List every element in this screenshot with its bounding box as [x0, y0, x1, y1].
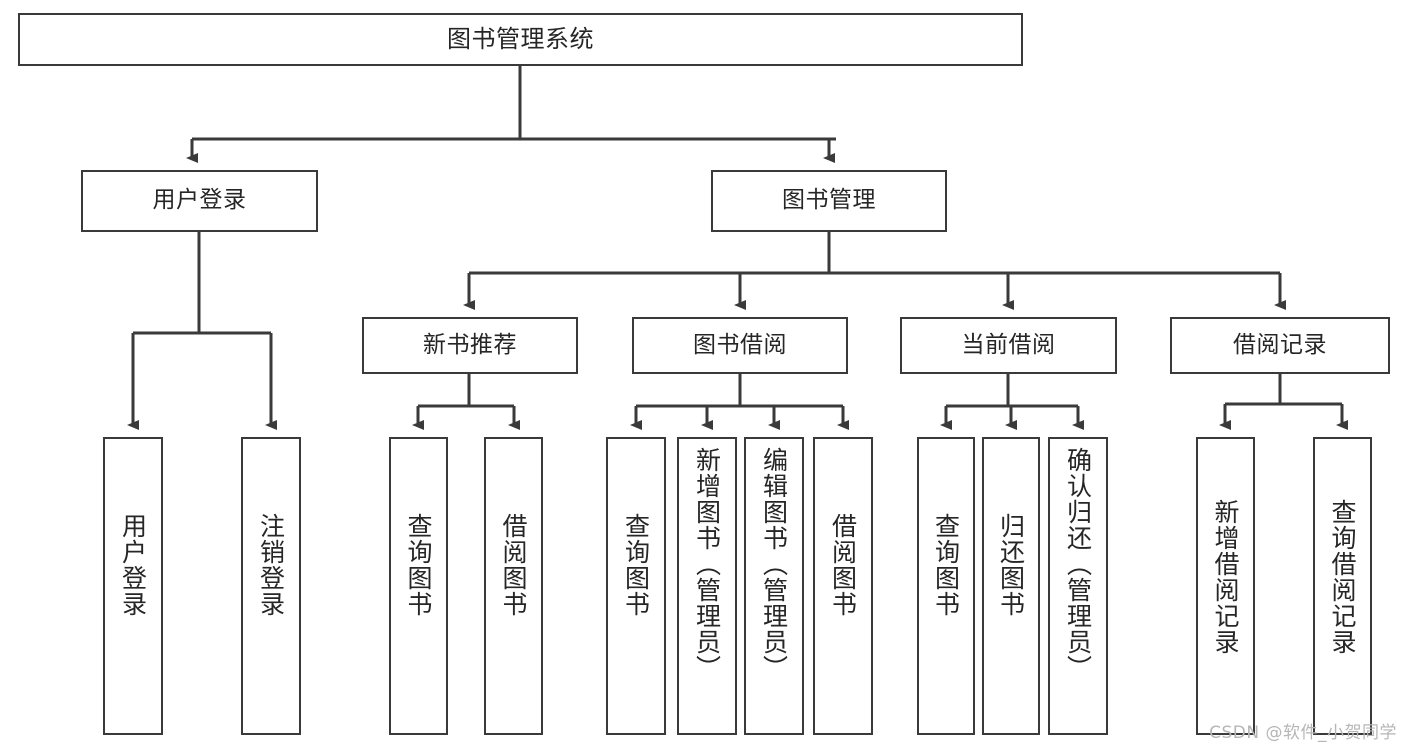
node-label: 归还图书: [996, 513, 1026, 617]
node-label: 新增图书（管理员）: [692, 447, 722, 681]
node-label: 查询借阅记录: [1328, 499, 1357, 655]
leaf-borrow-edit-book[interactable]: 编辑图书（管理员）: [744, 437, 804, 735]
node-label: 借阅记录: [1233, 331, 1327, 358]
node-label: 图书管理系统: [447, 25, 594, 54]
node-user-login[interactable]: 用户登录: [81, 170, 318, 232]
leaf-borrow-add-book[interactable]: 新增图书（管理员）: [677, 437, 737, 735]
leaf-record-query-record[interactable]: 查询借阅记录: [1313, 437, 1372, 735]
node-new-book-recommend[interactable]: 新书推荐: [362, 317, 578, 374]
node-label: 用户登录: [118, 513, 148, 617]
leaf-recommend-borrow-book[interactable]: 借阅图书: [484, 437, 543, 735]
node-label: 查询图书: [931, 513, 961, 617]
node-borrow-record[interactable]: 借阅记录: [1170, 317, 1390, 374]
node-label: 注销登录: [256, 513, 286, 617]
node-book-management[interactable]: 图书管理: [711, 170, 947, 232]
node-label: 借阅图书: [828, 513, 858, 617]
node-current-borrow[interactable]: 当前借阅: [900, 317, 1117, 374]
node-label: 新书推荐: [423, 331, 517, 358]
node-label: 编辑图书（管理员）: [759, 447, 789, 681]
leaf-current-return-book[interactable]: 归还图书: [982, 437, 1040, 735]
node-label: 用户登录: [152, 187, 247, 214]
watermark: CSDN @软件_小贺同学: [1209, 723, 1397, 743]
node-label: 图书管理: [782, 187, 876, 214]
node-label: 新增借阅记录: [1211, 499, 1240, 655]
node-label: 查询图书: [404, 513, 433, 617]
leaf-current-query-book[interactable]: 查询图书: [917, 437, 975, 735]
node-label: 确认归还（管理员）: [1063, 447, 1093, 681]
leaf-borrow-query-book[interactable]: 查询图书: [606, 437, 666, 735]
leaf-recommend-query-book[interactable]: 查询图书: [389, 437, 448, 735]
leaf-user-login[interactable]: 用户登录: [103, 437, 163, 735]
node-label: 查询图书: [621, 513, 651, 617]
node-book-borrow[interactable]: 图书借阅: [632, 317, 848, 374]
leaf-user-logout[interactable]: 注销登录: [241, 437, 301, 735]
node-root[interactable]: 图书管理系统: [18, 13, 1023, 66]
leaf-borrow-borrow-book[interactable]: 借阅图书: [813, 437, 873, 735]
leaf-current-confirm-return[interactable]: 确认归还（管理员）: [1048, 437, 1108, 735]
leaf-record-add-record[interactable]: 新增借阅记录: [1196, 437, 1255, 735]
node-label: 图书借阅: [693, 331, 787, 358]
node-label: 借阅图书: [499, 513, 528, 617]
node-label: 当前借阅: [961, 331, 1056, 358]
